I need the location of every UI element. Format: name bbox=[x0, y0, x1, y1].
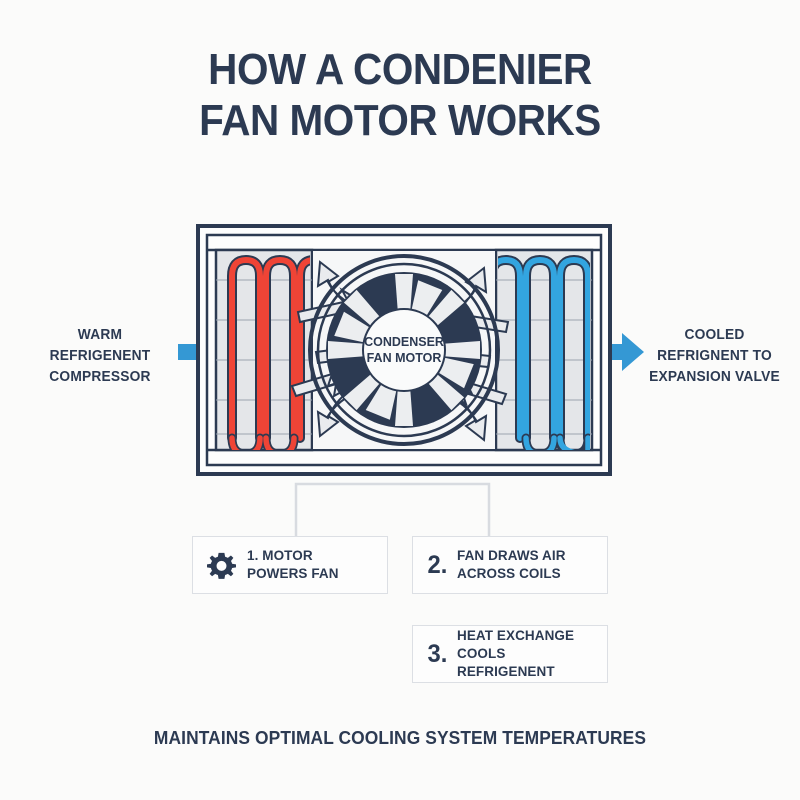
condenser-unit-illustration: CONDENSER FAN MOTOR bbox=[196, 224, 612, 476]
condenser-fan: CONDENSER FAN MOTOR bbox=[308, 254, 500, 446]
step-card-2[interactable]: 2. FAN DRAWS AIR ACROSS COILS bbox=[412, 536, 608, 594]
fan-hub-label-line2: FAN MOTOR bbox=[367, 351, 442, 365]
outlet-arrow-right-icon bbox=[588, 333, 644, 371]
warm-coils bbox=[227, 254, 310, 450]
inlet-label: WARM REFRIGENENT COMPRESSOR bbox=[49, 327, 151, 386]
step-card-3[interactable]: 3. HEAT EXCHANGE COOLS REFRIGENENT bbox=[412, 625, 608, 683]
step-card-2-text: FAN DRAWS AIR ACROSS COILS bbox=[456, 547, 566, 582]
step-card-1[interactable]: 1. MOTOR POWERS FAN bbox=[192, 536, 388, 594]
condenser-unit-svg: CONDENSER FAN MOTOR bbox=[196, 224, 612, 476]
step-card-3-number: 3. bbox=[427, 639, 448, 668]
outlet-label: COOLED REFRIGNENT TO EXPANSION VALVE bbox=[649, 327, 780, 386]
footer-tagline: MAINTAINS OPTIMAL COOLING SYSTEM TEMPERA… bbox=[153, 727, 647, 748]
cool-coils bbox=[498, 254, 590, 450]
step-card-2-number: 2. bbox=[427, 550, 448, 579]
gear-icon bbox=[207, 551, 236, 580]
step-card-3-text: HEAT EXCHANGE COOLS REFRIGENENT bbox=[456, 627, 574, 681]
step-card-1-text: 1. MOTOR POWERS FAN bbox=[247, 547, 339, 582]
fan-hub-label-line1: CONDENSER bbox=[364, 335, 444, 349]
page-title: HOW A CONDENIER FAN MOTOR WORKS bbox=[199, 45, 601, 146]
